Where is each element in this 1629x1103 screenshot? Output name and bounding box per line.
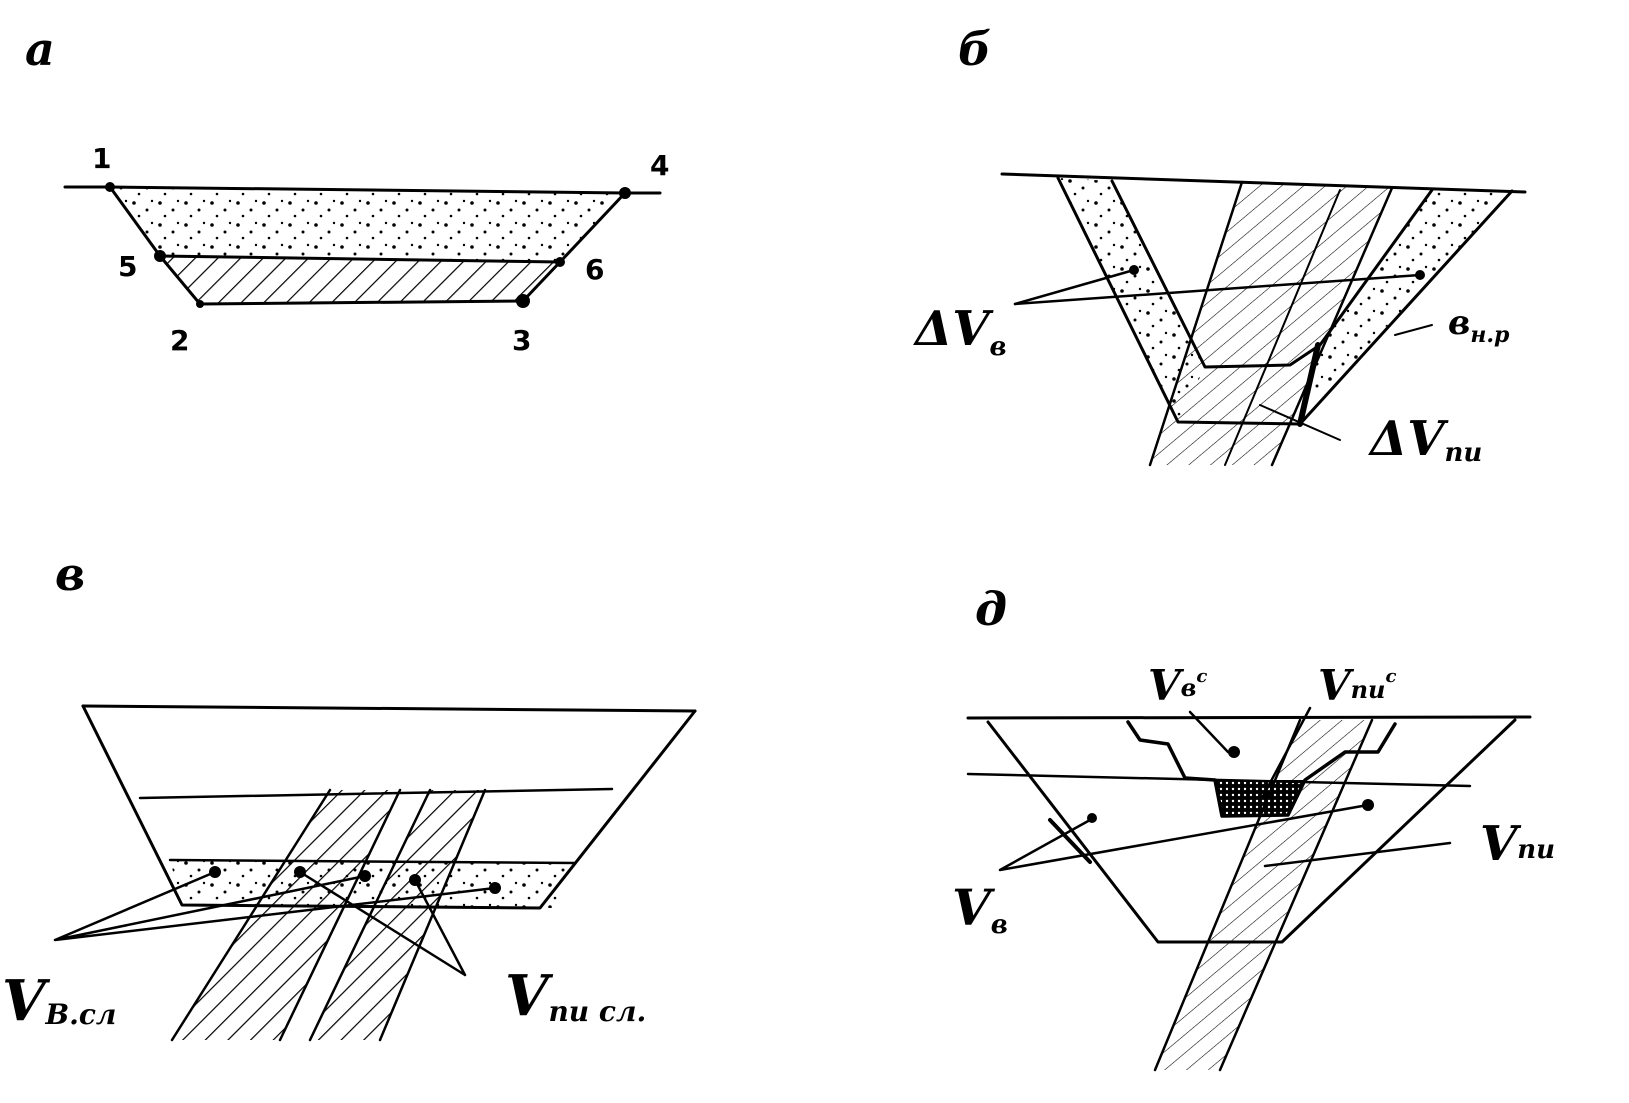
outer-pit-contour [1056, 176, 1514, 426]
panel-v: в VВ.сл Vпи сл. [2, 547, 697, 1042]
vsl-marker-3 [489, 882, 501, 894]
inner-pit-contour [1110, 179, 1434, 369]
vein-left-edge [1148, 180, 1244, 467]
vvc-label: Vвс [1148, 661, 1207, 710]
sand-band-left [1058, 178, 1205, 422]
vein-1-edges [170, 788, 402, 1042]
upper-layer-line [138, 787, 614, 800]
panel-d-letter: д [975, 582, 1007, 636]
dvpi-label: ΔVпи [1368, 411, 1482, 468]
vsl-label: VВ.сл [2, 968, 116, 1034]
dvb-marker-2 [1415, 270, 1425, 280]
point-3-marker [516, 294, 530, 308]
vein-inner-line [1224, 189, 1341, 466]
point-2-marker [196, 300, 204, 308]
vb-label: Vв [952, 878, 1008, 940]
point-2-label: 2 [170, 324, 189, 357]
vpisl-leaders [298, 870, 467, 977]
sand-layer [170, 860, 575, 908]
dvb-leader-1 [1013, 268, 1136, 306]
point-5-label: 5 [118, 250, 137, 283]
panel-a-letter: а [25, 22, 55, 76]
vb-marker-1 [1087, 813, 1097, 823]
vpic-leader [1260, 706, 1312, 800]
sand-layer [110, 187, 625, 262]
vein-2 [310, 790, 485, 1040]
ground-line [966, 715, 1532, 720]
vpi-label: Vпи [1480, 816, 1555, 872]
point-6-marker [555, 257, 565, 267]
pit-contour [108, 185, 627, 306]
point-5-marker [154, 250, 166, 262]
pit-contour [986, 718, 1517, 944]
bnr-label: вн.р [1448, 303, 1510, 348]
vsl-marker-2 [359, 870, 371, 882]
selective-pocket [1215, 780, 1305, 816]
layer-boundary [158, 254, 562, 264]
panel-a: а 1 2 3 4 5 6 [25, 22, 669, 357]
vpisl-marker-2 [409, 874, 421, 886]
vpisl-label: Vпи сл. [505, 963, 646, 1029]
dvb-marker-1 [1129, 265, 1139, 275]
vein-1 [172, 790, 400, 1040]
point-6-label: 6 [585, 253, 604, 286]
panel-b: б ΔVв вн.р ΔVпи [913, 22, 1527, 468]
panel-d: д Vвс Vпис Vпи Vв [952, 582, 1555, 1072]
vein-loss-wedge [1297, 342, 1321, 427]
ground-line [81, 704, 697, 713]
vein-edges [1153, 718, 1374, 1072]
panel-b-letter: б [958, 22, 991, 76]
vpi-leader [1263, 841, 1452, 868]
pit-contour [81, 704, 697, 910]
vsl-marker-1 [209, 866, 221, 878]
vvc-leader [1188, 710, 1230, 754]
bnr-leader [1394, 324, 1433, 336]
layer-line [966, 772, 1472, 788]
dvpi-leader [1259, 404, 1341, 441]
vb-marker-2 [1362, 799, 1374, 811]
vpisl-marker-1 [294, 866, 306, 878]
point-4-marker [619, 187, 631, 199]
dvb-label: ΔVв [913, 301, 1007, 362]
ground-line [1000, 172, 1527, 194]
vein-band [1155, 720, 1372, 1070]
dvb-leader-2 [1013, 273, 1422, 306]
vein-band [1150, 182, 1392, 465]
lower-layer-line [168, 858, 577, 865]
vvc-marker [1228, 746, 1240, 758]
point-4-label: 4 [650, 149, 669, 182]
vpic-label: Vпис [1318, 661, 1397, 710]
ground-line [63, 185, 662, 195]
selective-contour [1126, 720, 1397, 818]
vb-leaders [998, 803, 1370, 872]
hatched-layer [160, 256, 560, 304]
vsl-leaders [53, 870, 497, 942]
panel-v-letter: в [55, 547, 85, 601]
point-1-label: 1 [92, 142, 111, 175]
point-1-marker [105, 182, 115, 192]
point-3-label: 3 [512, 324, 531, 357]
